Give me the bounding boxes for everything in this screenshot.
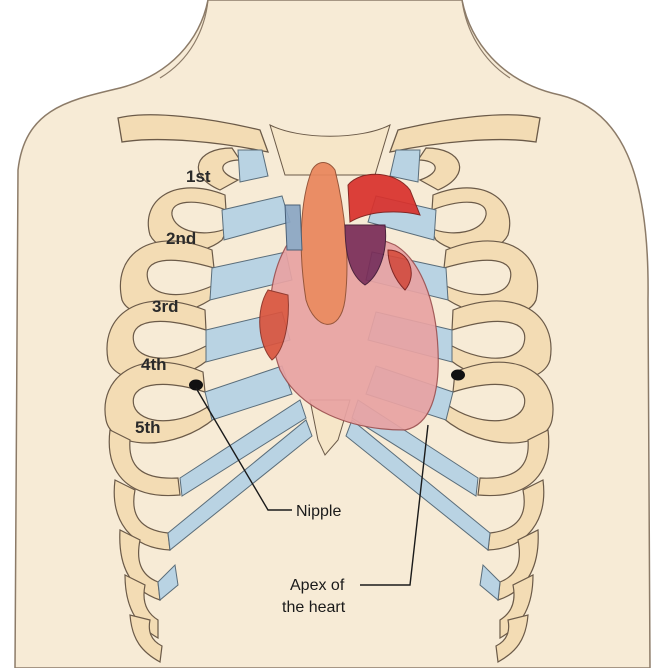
right-cartilage-1	[390, 150, 420, 182]
left-cartilage-1	[238, 150, 268, 182]
rib-label-4th: 4th	[141, 355, 167, 374]
rib-label-5th: 5th	[135, 418, 161, 437]
rib-label-3rd: 3rd	[152, 297, 178, 316]
rib-label-2nd: 2nd	[166, 229, 196, 248]
rib-label-1st: 1st	[186, 167, 211, 186]
nipple-callout-label: Nipple	[296, 503, 341, 520]
apex-callout-label-line2: the heart	[282, 599, 346, 616]
apex-callout-label-line1: Apex of	[290, 577, 345, 594]
superior-vena-cava	[285, 205, 302, 250]
right-nipple-marker	[451, 370, 465, 381]
